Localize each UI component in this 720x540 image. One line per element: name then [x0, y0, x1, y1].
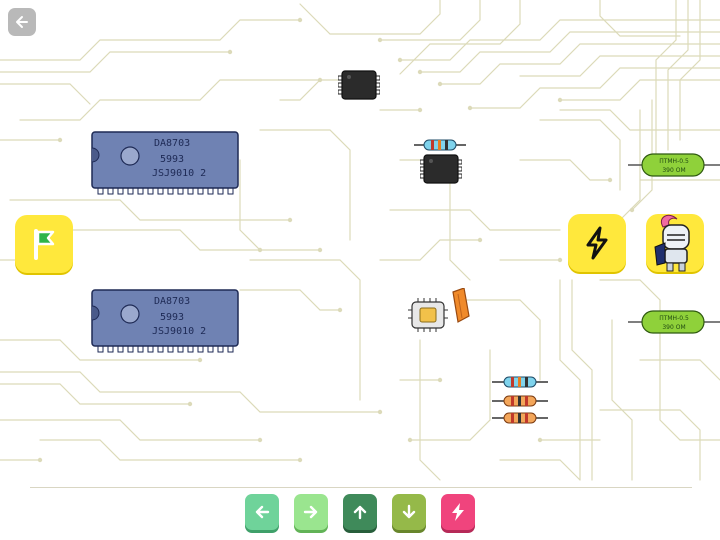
lightning-icon — [452, 503, 464, 521]
knight-icon — [654, 214, 690, 272]
chip-label-line3: JSJ9010 2 — [152, 168, 206, 179]
chip-label-line1: DA8703 — [154, 138, 190, 149]
controls-divider — [30, 487, 692, 488]
start-flag-tile — [15, 215, 73, 273]
chip-label-line2: 5993 — [160, 154, 184, 165]
orange-resistor-1 — [492, 393, 548, 407]
dip-chip-2: DA8703 5993 JSJ9010 2 — [90, 286, 242, 356]
orange-capacitor — [450, 287, 472, 324]
zap-button[interactable] — [441, 494, 475, 530]
dip-chip-1: DA8703 5993 JSJ9010 2 — [90, 128, 242, 198]
move-down-button[interactable] — [392, 494, 426, 530]
blue-resistor-1 — [414, 137, 466, 151]
green-resistor-1: ПТМН-0.5 390 ОМ — [628, 152, 720, 178]
green-resistor-2: ПТМН-0.5 390 ОМ — [628, 309, 720, 335]
lightning-tile — [568, 214, 626, 272]
small-ic-chip-2 — [419, 152, 463, 188]
arrow-up-icon — [353, 505, 367, 520]
flag-icon — [34, 229, 55, 260]
player-knight-tile — [646, 214, 704, 272]
chip-label-line3: JSJ9010 2 — [152, 326, 206, 337]
resistor-label-top: ПТМН-0.5 — [659, 158, 689, 165]
lightning-icon — [586, 226, 608, 260]
move-up-button[interactable] — [343, 494, 377, 530]
small-ic-chip-1 — [337, 68, 381, 104]
chip-label-line1: DA8703 — [154, 296, 190, 307]
arrow-down-icon — [402, 504, 416, 519]
orange-resistor-2 — [492, 410, 548, 424]
blue-resistor-2 — [492, 374, 548, 388]
arrow-left-icon — [255, 505, 270, 519]
arrow-left-icon — [16, 16, 28, 28]
move-left-button[interactable] — [245, 494, 279, 530]
back-button[interactable] — [8, 8, 36, 36]
chip-label-line2: 5993 — [160, 312, 184, 323]
resistor-label-bottom: 390 ОМ — [662, 167, 685, 174]
processor-chip — [408, 298, 448, 332]
move-right-button[interactable] — [294, 494, 328, 530]
arrow-right-icon — [303, 505, 318, 519]
resistor-label-top: ПТМН-0.5 — [659, 315, 689, 322]
resistor-label-bottom: 390 ОМ — [662, 324, 685, 331]
